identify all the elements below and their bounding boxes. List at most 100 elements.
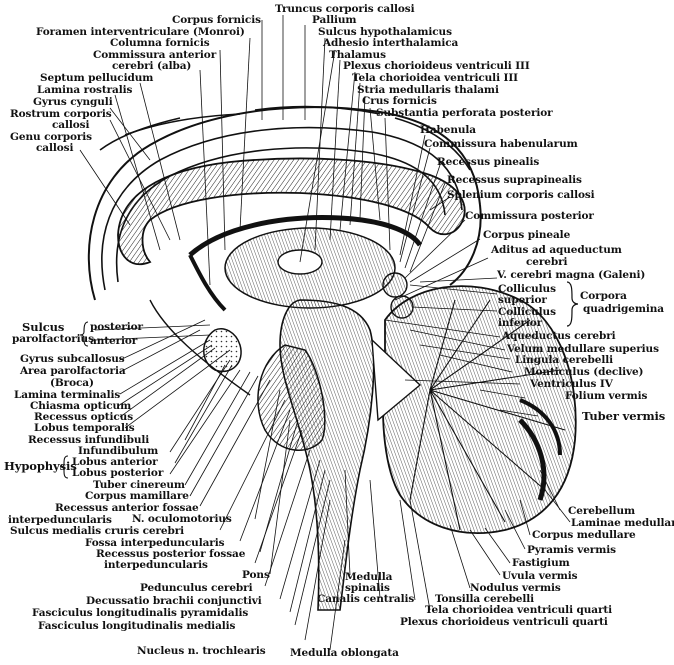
label-recessus-suprapinealis: Recessus suprapinealis xyxy=(447,174,582,186)
label-splenium-corporis-callosi: Splenium corporis callosi xyxy=(447,189,595,201)
label-colliculus-superior: Colliculus superior xyxy=(498,283,556,306)
label-posterior: posterior xyxy=(90,321,143,333)
label-infundibulum: Infundibulum xyxy=(78,445,159,457)
label-rostrum-corporis: Rostrum corporis xyxy=(10,108,112,120)
label-folium-vermis: Folium vermis xyxy=(565,390,648,402)
label-pallium: Pallium xyxy=(312,14,357,26)
label-commissura-habenularum: Commissura habenularum xyxy=(424,138,578,150)
hypophysis-brace xyxy=(59,455,69,479)
label-lamina-rostralis: Lamina rostralis xyxy=(37,84,133,96)
label-cerebri-alba: cerebri (alba) xyxy=(112,60,192,72)
label-anterior: anterior xyxy=(90,335,138,347)
label-recessus-opticus: Recessus opticus xyxy=(34,411,134,423)
corpus-callosum xyxy=(117,157,466,265)
label-fasciculus-pyramidalis: Fasciculus longitudinalis pyramidalis xyxy=(32,607,249,619)
label-plexus-chorioideus-iii: Plexus chorioideus ventriculi III xyxy=(343,60,530,72)
label-callosi-1: callosi xyxy=(52,119,90,131)
label-commissura-anterior: Commissura anterior xyxy=(93,49,217,61)
label-tonsilla-cerebelli: Tonsilla cerebelli xyxy=(435,593,535,605)
label-columna-fornicis: Columna fornicis xyxy=(110,37,210,49)
label-stria-medullaris-thalami: Stria medullaris thalami xyxy=(357,84,499,96)
label-aqueductus-cerebri: Aqueductus cerebri xyxy=(502,330,616,342)
cerebellum-drawing xyxy=(382,285,577,534)
label-corpora: Corpora xyxy=(580,290,627,302)
label-interpeduncularis-1: interpeduncularis xyxy=(8,514,112,526)
label-n-oculomotorius: N. oculomotorius xyxy=(132,513,232,525)
label-monticulus: Monticulus (declive) xyxy=(524,366,644,378)
label-gyrus-subcallosus: Gyrus subcallosus xyxy=(20,353,125,365)
label-chiasma-opticum: Chiasma opticum xyxy=(30,400,132,412)
label-recessus-infundibuli: Recessus infundibuli xyxy=(28,434,150,446)
label-pedunculus-cerebri: Pedunculus cerebri xyxy=(140,582,253,594)
label-corpus-pineale: Corpus pineale xyxy=(483,229,571,241)
sulcus-parolfactorius-brace xyxy=(79,321,89,347)
label-decussatio: Decussatio brachii conjunctivi xyxy=(86,595,262,607)
label-habenula: Habenula xyxy=(420,124,477,136)
label-nodulus-vermis: Nodulus vermis xyxy=(470,582,561,594)
label-foramen-interventriculare: Foramen interventriculare (Monroi) xyxy=(36,26,245,38)
label-fasciculus-medialis: Fasciculus longitudinalis medialis xyxy=(38,620,236,632)
label-sulcus-medialis-cruris-cerebri: Sulcus medialis cruris cerebri xyxy=(10,525,185,537)
label-v-cerebri-magna: V. cerebri magna (Galeni) xyxy=(497,269,646,281)
label-plexus-chorioideus-quarti: Plexus chorioideus ventriculi quarti xyxy=(400,616,608,628)
label-crus-fornicis: Crus fornicis xyxy=(362,95,437,107)
label-callosi-2: callosi xyxy=(36,142,74,154)
label-aditus-ad-aqueductum: Aditus ad aqueductum xyxy=(491,244,622,256)
label-interpeduncularis-2: interpeduncularis xyxy=(104,559,208,571)
label-substantia-perforata-posterior: Substantia perforata posterior xyxy=(376,107,553,119)
label-cerebellum: Cerebellum xyxy=(568,505,635,517)
label-uvula-vermis: Uvula vermis xyxy=(502,570,578,582)
label-nucleus-n-trochlearis: Nucleus n. trochlearis xyxy=(137,645,266,657)
label-lamina-terminalis: Lamina terminalis xyxy=(14,389,121,401)
label-pons: Pons xyxy=(242,569,270,581)
label-lobus-temporalis: Lobus temporalis xyxy=(34,422,135,434)
label-parolfactorius: parolfactorius xyxy=(12,333,94,345)
label-commissura-posterior: Commissura posterior xyxy=(465,210,594,222)
label-medulla-oblongata: Medulla oblongata xyxy=(290,647,399,659)
corpora-quadrigemina-brace xyxy=(566,281,579,327)
label-corpus-medullare: Corpus medullare xyxy=(532,529,636,541)
label-medulla: Medulla xyxy=(345,571,393,583)
label-tela-chorioidea-iii: Tela chorioidea ventriculi III xyxy=(352,72,518,84)
label-colliculus-inferior: Colliculus inferior xyxy=(498,306,556,329)
label-ventriculus-iv: Ventriculus IV xyxy=(530,378,613,390)
label-lobus-posterior: Lobus posterior xyxy=(72,467,164,479)
label-velum-medullare-superius: Velum medullare superius xyxy=(507,343,659,355)
label-tuber-cinereum: Tuber cinereum xyxy=(93,479,185,491)
label-lobus-anterior: Lobus anterior xyxy=(72,456,158,468)
label-area-parolfactoria: Area parolfactoria xyxy=(20,365,126,377)
label-fossa-interpeduncularis: Fossa interpeduncularis xyxy=(85,537,225,549)
temporal-lobe xyxy=(149,299,251,396)
leader-lines xyxy=(79,15,571,651)
label-septum-pellucidum: Septum pellucidum xyxy=(40,72,154,84)
label-corpus-mamillare: Corpus mamillare xyxy=(85,490,189,502)
label-sulcus-hypothalamicus: Sulcus hypothalamicus xyxy=(318,26,452,38)
label-tuber-vermis: Tuber vermis xyxy=(582,409,666,423)
label-truncus-corporis-callosi: Truncus corporis callosi xyxy=(275,3,415,15)
label-recessus-posterior-fossae: Recessus posterior fossae xyxy=(96,548,246,560)
label-adhesio-interthalamica: Adhesio interthalamica xyxy=(323,37,459,49)
label-tela-chorioidea-quarti: Tela chorioidea ventriculi quarti xyxy=(425,604,613,616)
colliculus-superior xyxy=(382,272,408,298)
label-corpus-fornicis: Corpus fornicis xyxy=(172,14,261,26)
label-fastigium: Fastigium xyxy=(512,557,570,569)
label-genu-corporis: Genu corporis xyxy=(10,131,92,143)
label-canalis-centralis: Canalis centralis xyxy=(317,593,415,605)
label-gyrus-cynguli: Gyrus cynguli xyxy=(33,96,113,108)
label-recessus-anterior-fossae: Recessus anterior fossae xyxy=(55,502,199,514)
label-thalamus: Thalamus xyxy=(329,49,386,61)
label-hypophysis: Hypophysis xyxy=(4,459,77,473)
label-cerebri-1: cerebri xyxy=(526,256,568,268)
ventriculus-iv xyxy=(371,338,422,422)
label-pyramis-vermis: Pyramis vermis xyxy=(527,544,616,556)
label-recessus-pinealis: Recessus pinealis xyxy=(437,156,540,168)
label-spinalis: spinalis xyxy=(345,582,390,594)
fornix xyxy=(188,215,423,257)
label-broca: (Broca) xyxy=(50,377,94,389)
label-quadrigemina: quadrigemina xyxy=(583,303,665,315)
label-lingula-cerebelli: Lingula cerebelli xyxy=(515,354,614,366)
label-sulcus: Sulcus xyxy=(22,320,65,334)
